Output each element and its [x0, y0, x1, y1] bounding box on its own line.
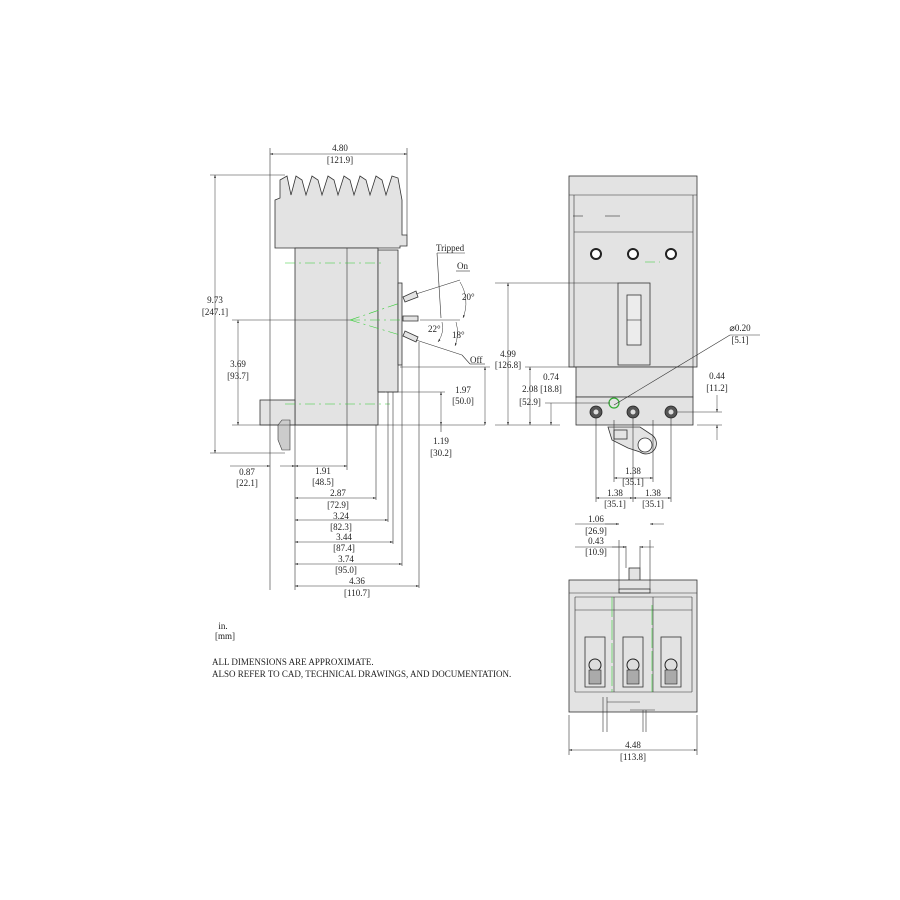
dim-1-06-mm: [26.9]	[585, 526, 607, 536]
dim-hole-dia-mm: [5.1]	[731, 335, 748, 345]
label-tripped: Tripped	[436, 243, 465, 253]
dim-0-43-mm: [10.9]	[585, 547, 607, 557]
dim-handle-height-in: 3.69	[230, 359, 246, 369]
dim-depth-mm: [48.5]	[312, 477, 334, 487]
dim-2-08-in: 2.08	[522, 384, 538, 394]
dim-2-08-mm: [52.9]	[519, 397, 541, 407]
bottom-view: 1.06 [26.9] 0.43 [10.9] 4.48 [113.8]	[568, 514, 698, 762]
dim-depth-in: 3.44	[336, 532, 352, 542]
dim-0-44-mm: [11.2]	[706, 383, 727, 393]
terminal-lugs	[584, 636, 682, 688]
note-line: ALSO REFER TO CAD, TECHNICAL DRAWINGS, A…	[212, 669, 511, 679]
dim-bottom-width-in: 4.48	[625, 740, 641, 750]
dim-pitch-in: 1.38	[645, 488, 661, 498]
dim-pitch-in: 1.38	[607, 488, 623, 498]
dim-pitch-in: 1.38	[625, 466, 641, 476]
dim-handle-height-mm: [93.7]	[227, 371, 249, 381]
dim-depth-mm: [82.3]	[330, 522, 352, 532]
dim-depth-mm: [110.7]	[344, 588, 370, 598]
dim-depth-mm: [72.9]	[327, 500, 349, 510]
side-view: 4.80 [121.9] 9.73 [247.1] 3.69 [93.7] Tr…	[202, 143, 490, 598]
label-angle-on: 20°	[462, 292, 475, 302]
dim-0-87-in: 0.87	[239, 467, 255, 477]
dim-0-43-in: 0.43	[588, 536, 604, 546]
dim-depth-mm: [95.0]	[335, 565, 357, 575]
dim-pitch-mm: [35.1]	[622, 477, 644, 487]
dim-1-19-mm: [30.2]	[430, 448, 452, 458]
dim-pitch-mm: [35.1]	[604, 499, 626, 509]
units-primary: in.	[218, 621, 227, 631]
dim-bottom-width-mm: [113.8]	[620, 752, 646, 762]
front-view: ⌀0.20 [5.1] 4.99 [126.8] 0.74 [18.8] 2.0…	[495, 175, 760, 509]
dim-width-in: 4.80	[332, 143, 348, 153]
dim-depth-in: 3.74	[338, 554, 354, 564]
dim-pitch-mm: [35.1]	[642, 499, 664, 509]
dim-0-74-in: 0.74	[543, 372, 559, 382]
dim-hole-dia-in: ⌀0.20	[729, 323, 751, 333]
label-angle-tripped: 22°	[428, 324, 441, 334]
dim-1-97-in: 1.97	[455, 385, 471, 395]
dim-0-44-in: 0.44	[709, 371, 725, 381]
dim-depth-in: 3.24	[333, 511, 349, 521]
label-on: On	[457, 261, 468, 271]
dim-1-06-in: 1.06	[588, 514, 604, 524]
dim-depth-in: 1.91	[315, 466, 331, 476]
dim-width-mm: [121.9]	[327, 155, 353, 165]
dim-depth-mm: [87.4]	[333, 543, 355, 553]
dim-4-99-mm: [126.8]	[495, 360, 521, 370]
label-angle-off: 18°	[452, 330, 465, 340]
dim-height-mm: [247.1]	[202, 307, 228, 317]
dim-1-19-in: 1.19	[433, 436, 449, 446]
note-line: ALL DIMENSIONS ARE APPROXIMATE.	[212, 657, 374, 667]
dim-depth-in: 4.36	[349, 576, 365, 586]
dim-height-in: 9.73	[207, 295, 223, 305]
dim-0-87-mm: [22.1]	[236, 478, 258, 488]
label-off: Off	[470, 355, 482, 365]
dim-1-97-mm: [50.0]	[452, 396, 474, 406]
dim-0-74-mm: [18.8]	[540, 384, 562, 394]
dim-depth-in: 2.87	[330, 488, 346, 498]
units-secondary: [mm]	[215, 631, 235, 641]
dim-4-99-in: 4.99	[500, 349, 516, 359]
